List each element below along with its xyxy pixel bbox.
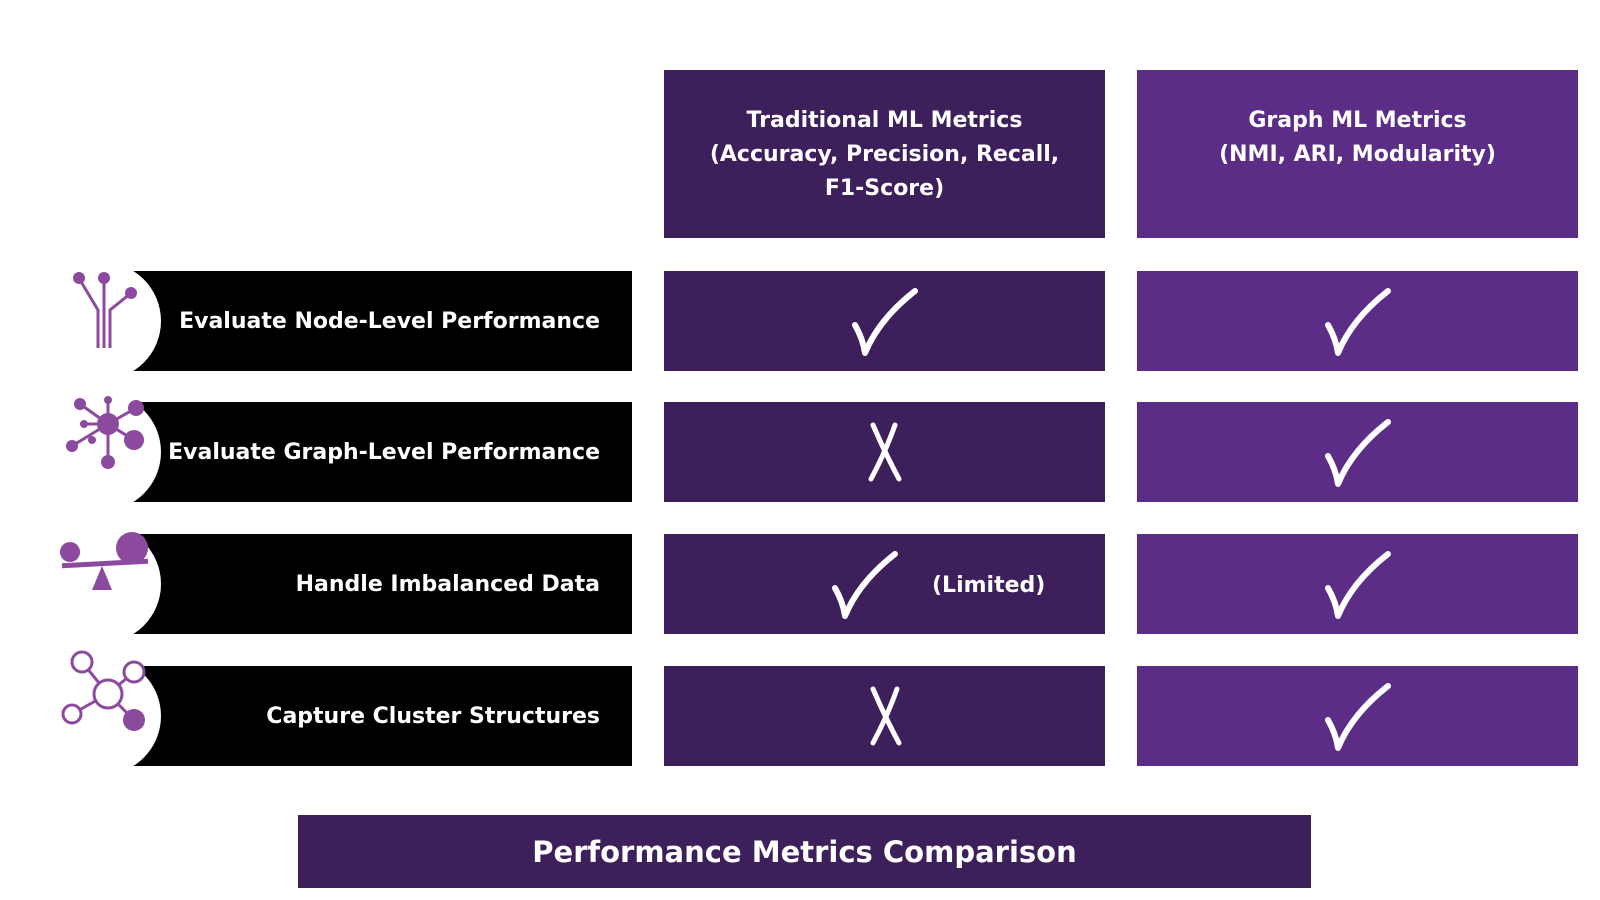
- row-label-node-level: Evaluate Node-Level Performance: [103, 271, 632, 371]
- row-label-imbalanced: Handle Imbalanced Data: [103, 534, 632, 634]
- footer-title: Performance Metrics Comparison: [532, 834, 1077, 869]
- cell-traditional-graph-level: [664, 402, 1105, 502]
- row-label-text: Evaluate Graph-Level Performance: [168, 439, 600, 465]
- check-mark-icon: [1324, 288, 1391, 356]
- column-header-line: Traditional ML Metrics: [746, 108, 1023, 133]
- cell-graph-node-level: [1137, 271, 1578, 371]
- column-header-line: (Accuracy, Precision, Recall,: [709, 142, 1060, 167]
- row-label-graph-level: Evaluate Graph-Level Performance: [103, 402, 632, 502]
- column-header-line: (NMI, ARI, Modularity): [1219, 142, 1496, 167]
- row-label-text: Handle Imbalanced Data: [295, 571, 600, 597]
- network-icon: [60, 396, 160, 476]
- column-header-line: Graph ML Metrics: [1248, 108, 1467, 133]
- check-mark-icon: [1324, 683, 1391, 751]
- check-mark-icon: [851, 288, 918, 356]
- cross-mark-icon: [868, 422, 901, 482]
- column-header-line: F1-Score): [824, 176, 945, 201]
- check-mark-icon: [1324, 419, 1391, 487]
- footer-title-bar: Performance Metrics Comparison: [298, 815, 1311, 888]
- cell-graph-imbalanced: [1137, 534, 1578, 634]
- cluster-icon: [60, 650, 160, 738]
- row-label-text: Evaluate Node-Level Performance: [179, 308, 600, 334]
- column-header-traditional-ml: Traditional ML Metrics (Accuracy, Precis…: [664, 70, 1105, 238]
- check-mark-icon: [1324, 551, 1391, 619]
- cell-traditional-cluster: [664, 666, 1105, 766]
- cell-traditional-node-level: [664, 271, 1105, 371]
- cell-graph-cluster: [1137, 666, 1578, 766]
- seesaw-icon: [60, 532, 156, 598]
- column-header-graph-ml: Graph ML Metrics (NMI, ARI, Modularity): [1137, 70, 1578, 238]
- row-label-text: Capture Cluster Structures: [266, 703, 600, 729]
- cell-traditional-imbalanced: [664, 534, 1105, 634]
- check-mark-icon: [831, 551, 898, 619]
- row-label-cluster: Capture Cluster Structures: [103, 666, 632, 766]
- cross-mark-icon: [870, 686, 901, 746]
- node-tree-icon: [68, 270, 148, 354]
- cell-graph-graph-level: [1137, 402, 1578, 502]
- limited-note: (Limited): [932, 573, 1046, 598]
